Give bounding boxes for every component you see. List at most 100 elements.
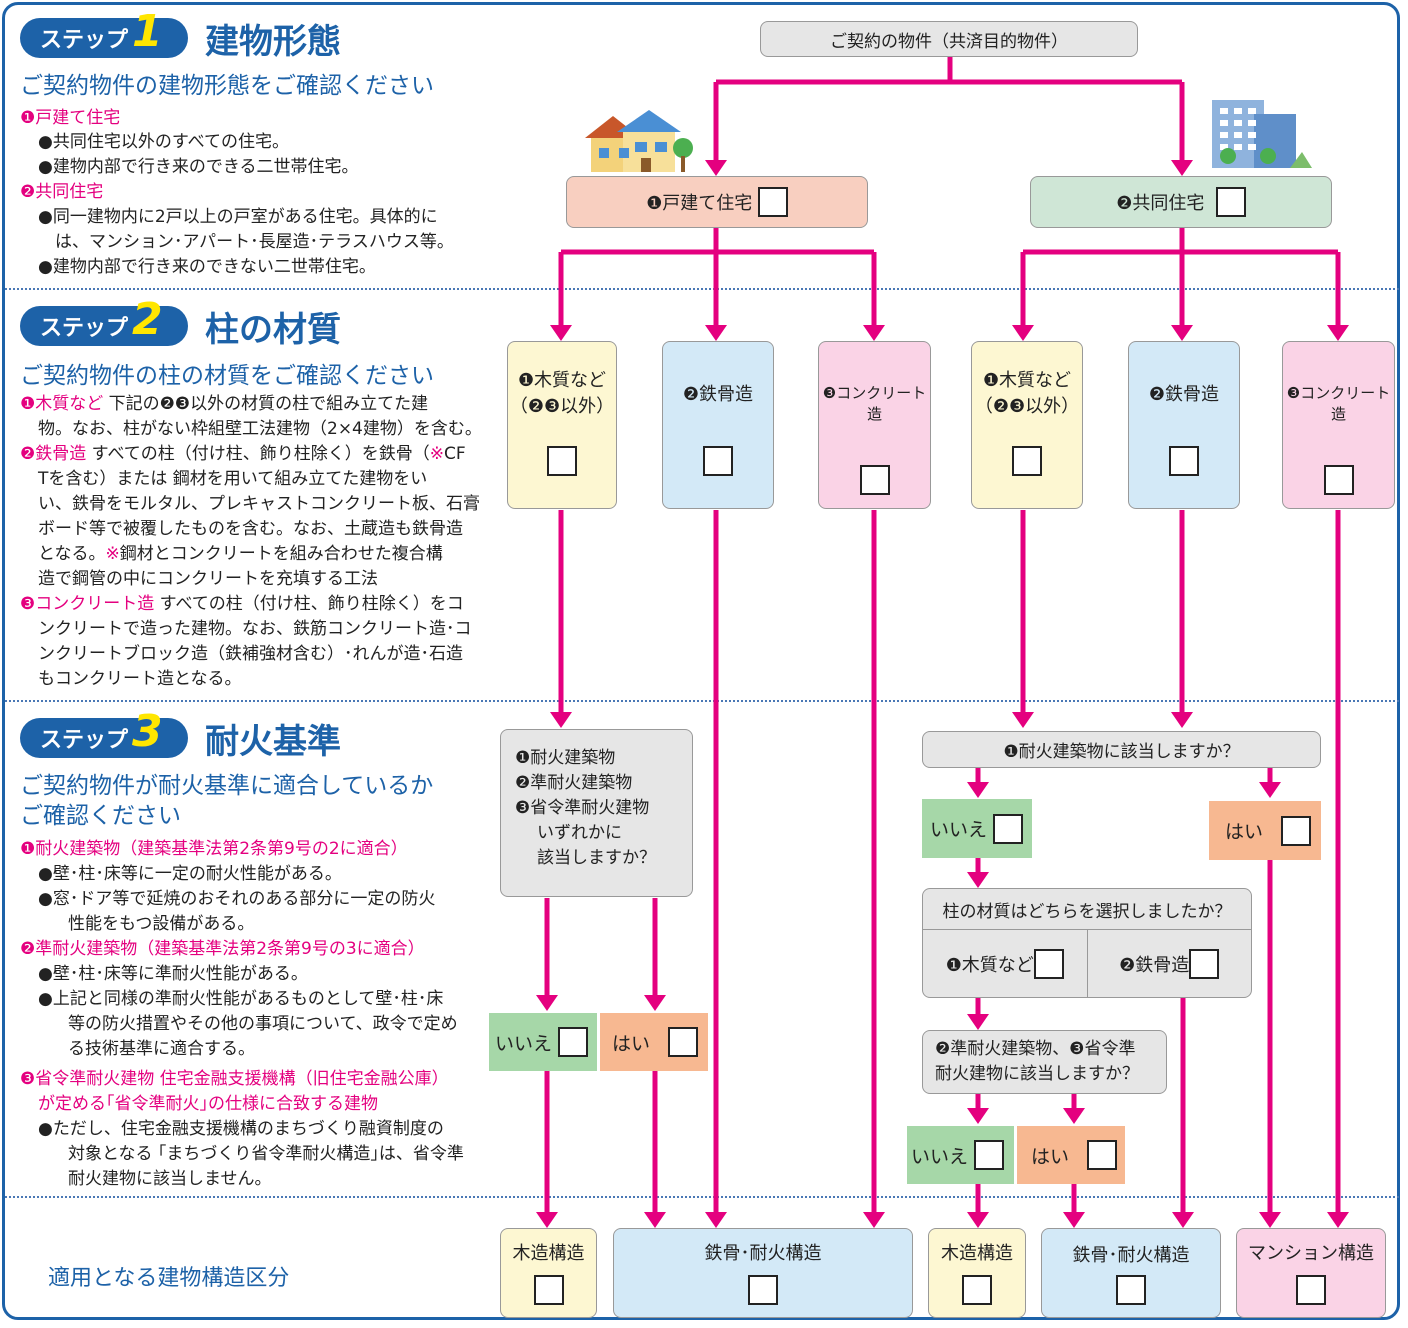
result-wood-box: 木造構造: [500, 1228, 597, 1318]
checkbox[interactable]: [1215, 187, 1246, 217]
checkbox[interactable]: [1087, 1140, 1118, 1170]
checkbox[interactable]: [962, 1275, 992, 1305]
checkbox[interactable]: [1169, 446, 1199, 476]
root-box: ご契約の物件（共済目的物件）: [760, 21, 1138, 57]
apartment-building-icon: [1212, 100, 1312, 168]
yes-option: はい: [600, 1013, 708, 1071]
box-label: ❶木質など: [982, 370, 1072, 391]
text-line: 等の防火措置やその他の事項について、政令で定め: [68, 1014, 458, 1034]
text-line: は、マンション･アパート･長屋造･テラスハウス等。: [55, 232, 454, 252]
question-line: ❷準耐火建築物: [515, 773, 633, 793]
checkbox[interactable]: [1189, 949, 1220, 979]
step2-subtitle: ご契約物件の柱の材質をご確認ください: [20, 363, 434, 389]
pillar-question-box: 柱の材質はどちらを選択しましたか？ ❶木質など ❷鉄骨造: [922, 888, 1252, 998]
text-line: ●建物内部で行き来のできる二世帯住宅。: [38, 157, 359, 177]
result-steel-box: 鉄骨･耐火構造: [1041, 1228, 1221, 1318]
box-label: （❷❸以外）: [509, 396, 615, 417]
text-line: ボード等で被覆したものを含む。なお、土蔵造も鉄骨造: [38, 519, 463, 539]
step3-subtitle: ご確認ください: [20, 803, 181, 829]
checkbox[interactable]: [1116, 1275, 1146, 1305]
text-line: ❶木質など 下記の❷❸以外の材質の柱で組み立てた建: [20, 394, 429, 414]
text-line: ●壁･柱･床等に準耐火性能がある。: [38, 964, 308, 984]
checkbox[interactable]: [748, 1275, 778, 1305]
text-line: ❸コンクリート造 すべての柱（付け柱、飾り柱除く）をコ: [20, 594, 464, 614]
yes-option: はい: [1017, 1126, 1125, 1184]
steel-box: ❷鉄骨造: [1128, 341, 1240, 509]
question-line: いずれかに: [537, 823, 622, 843]
text-line: 性能をもつ設備がある。: [68, 914, 255, 934]
text-line: ●建物内部で行き来のできない二世帯住宅。: [38, 257, 376, 277]
question-line: 柱の材質はどちらを選択しましたか？: [923, 889, 1251, 930]
checkbox[interactable]: [859, 465, 890, 495]
text-line: 造で鋼管の中にコンクリートを充填する工法: [38, 569, 378, 589]
result-wood-box: 木造構造: [928, 1228, 1026, 1318]
text-line: い、鉄骨をモルタル、プレキャストコンクリート板、石膏: [38, 494, 480, 514]
question-line: 該当しますか？: [537, 848, 656, 868]
text-line: ❶耐火建築物（建築基準法第2条第9号の2に適合）: [20, 839, 408, 859]
text-line: ❷鉄骨造 すべての柱（付け柱、飾り柱除く）を鉄骨（※CF: [20, 444, 466, 464]
separator: [5, 700, 1399, 702]
text-line: ❷共同住宅: [20, 182, 104, 202]
text-line: ❸省令準耐火建物 住宅金融支援機構（旧住宅金融公庫）: [20, 1069, 449, 1089]
text-line: ●共同住宅以外のすべての住宅。: [38, 132, 289, 152]
no-option: いいえ: [922, 799, 1032, 858]
no-option: いいえ: [489, 1013, 597, 1071]
step3-title: 耐火基準: [205, 722, 341, 762]
pillar-steel-option: ❷鉄骨造: [1088, 930, 1252, 998]
no-option: いいえ: [907, 1126, 1014, 1184]
checkbox[interactable]: [1296, 1275, 1326, 1305]
result-steel-box: 鉄骨･耐火構造: [613, 1228, 913, 1318]
checkbox[interactable]: [558, 1027, 589, 1057]
checkbox[interactable]: [1323, 465, 1354, 495]
checkbox[interactable]: [547, 446, 577, 476]
text-line: ❶戸建て住宅: [20, 108, 121, 128]
text-line: となる。※鋼材とコンクリートを組み合わせた複合構: [38, 544, 443, 564]
text-line: 耐火建物に該当しません。: [68, 1169, 272, 1189]
text-line: もコンクリート造となる。: [38, 669, 242, 689]
text-line: ●上記と同様の準耐火性能があるものとして壁･柱･床: [38, 989, 444, 1009]
text-line: Tを含む）または 鋼材を用いて組み立てた建物をい: [38, 469, 428, 489]
question-line: ❷準耐火建築物、❸省令準: [935, 1039, 1136, 1059]
text-line: が定める｢省令準耐火｣の仕様に合致する建物: [38, 1094, 378, 1114]
concrete-box: ❸コンクリート造: [1282, 341, 1395, 509]
result-label: 木造構造: [941, 1243, 1013, 1264]
checkbox[interactable]: [974, 1140, 1005, 1170]
checkbox[interactable]: [1281, 815, 1312, 846]
checkbox[interactable]: [1033, 949, 1064, 979]
separator: [5, 1196, 1399, 1198]
checkbox[interactable]: [703, 446, 733, 476]
semi-fire-question-box: ❷準耐火建築物、❸省令準 耐火建物に該当しますか？: [922, 1030, 1167, 1094]
text-line: ❷準耐火建築物（建築基準法第2条第9号の3に適合）: [20, 939, 425, 959]
question-line: 耐火建物に該当しますか？: [935, 1064, 1139, 1084]
fire-question-box-right: ❶耐火建築物に該当しますか？: [922, 731, 1321, 768]
concrete-box: ❸コンクリート造: [818, 341, 931, 509]
yes-option: はい: [1209, 801, 1321, 860]
checkbox[interactable]: [668, 1027, 699, 1057]
text-line: ●壁･柱･床等に一定の耐火性能がある。: [38, 864, 342, 884]
pillar-wood-option: ❶木質など: [923, 930, 1088, 998]
text-line: 物。なお、柱がない枠組壁工法建物（2×4建物）を含む。: [38, 419, 482, 439]
box-label: ❶木質など: [517, 370, 607, 391]
text-line: ンクリートブロック造（鉄補強材含む）･れんが造･石造: [38, 644, 463, 664]
footer-label: 適用となる建物構造区分: [48, 1266, 290, 1291]
checkbox[interactable]: [757, 187, 788, 217]
separator: [5, 288, 1399, 290]
text-line: ●同一建物内に2戸以上の戸室がある住宅。具体的に: [38, 207, 438, 227]
result-mansion-box: マンション構造: [1236, 1228, 1386, 1318]
box-label: ❸コンクリート造: [1286, 384, 1391, 423]
text-line: ●窓･ドア等で延焼のおそれのある部分に一定の防火: [38, 889, 436, 909]
steel-box: ❷鉄骨造: [662, 341, 774, 509]
result-label: 木造構造: [512, 1243, 585, 1264]
box-label: ❸コンクリート造: [822, 384, 927, 423]
checkbox[interactable]: [993, 813, 1024, 844]
result-label: 鉄骨･耐火構造: [1072, 1245, 1190, 1266]
checkbox[interactable]: [533, 1275, 564, 1305]
result-label: 鉄骨･耐火構造: [704, 1243, 822, 1264]
box-label: （❷❸以外）: [974, 396, 1080, 417]
detached-house-box: ❶戸建て住宅: [566, 176, 868, 228]
checkbox[interactable]: [1012, 446, 1042, 476]
question-line: ❸省令準耐火建物: [515, 798, 650, 818]
